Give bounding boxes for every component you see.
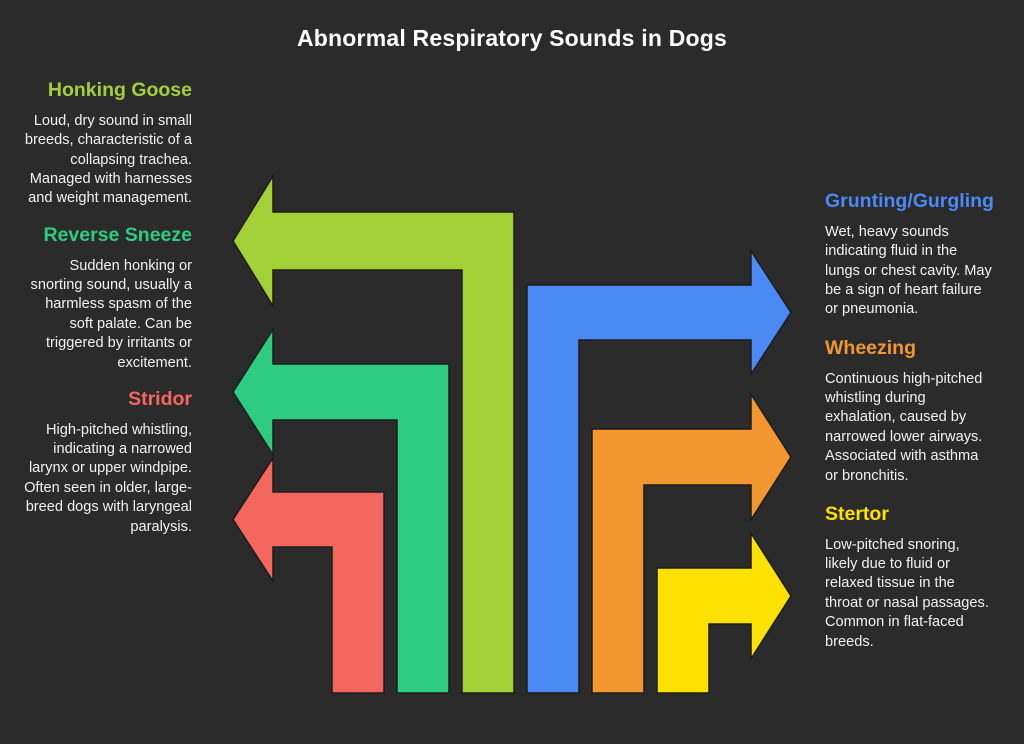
legend-item-reverse-sneeze: Reverse Sneeze Sudden honking or snortin… — [22, 223, 192, 373]
left-label-column: Honking Goose Loud, dry sound in small b… — [22, 78, 192, 551]
legend-body-grunting-gurgling: Wet, heavy sounds indicating fluid in th… — [825, 223, 992, 318]
bar-arrow-stertor — [656, 530, 792, 694]
legend-item-stridor: Stridor High-pitched whistling, indicati… — [22, 387, 192, 537]
right-label-column: Grunting/Gurgling Wet, heavy sounds indi… — [825, 189, 995, 668]
legend-heading-stertor: Stertor — [825, 502, 889, 525]
legend-item-wheezing: Wheezing Continuous high-pitched whistli… — [825, 336, 995, 486]
legend-body-stertor: Low-pitched snoring, likely due to fluid… — [825, 536, 989, 650]
legend-item-honking-goose: Honking Goose Loud, dry sound in small b… — [22, 78, 192, 209]
legend-item-stertor: Stertor Low-pitched snoring, likely due … — [825, 502, 995, 652]
page-title: Abnormal Respiratory Sounds in Dogs — [297, 25, 727, 51]
legend-body-honking-goose: Loud, dry sound in small breeds, charact… — [24, 112, 192, 207]
legend-item-grunting-gurgling: Grunting/Gurgling Wet, heavy sounds indi… — [825, 189, 995, 320]
bar-arrow-reverse-sneeze — [232, 326, 450, 694]
legend-heading-stridor: Stridor — [128, 387, 192, 410]
legend-heading-grunting-gurgling: Grunting/Gurgling — [825, 190, 994, 212]
legend-body-reverse-sneeze: Sudden honking or snorting sound, usuall… — [30, 257, 192, 371]
bar-arrow-grunting-gurgling — [526, 248, 792, 694]
legend-heading-honking-goose: Honking Goose — [47, 79, 192, 101]
bar-arrow-honking-goose — [232, 173, 515, 694]
legend-heading-wheezing: Wheezing — [825, 336, 916, 359]
bar-arrow-wheezing — [591, 391, 792, 694]
bar-arrow-stridor — [232, 455, 385, 694]
legend-body-stridor: High-pitched whistling, indicating a nar… — [24, 421, 192, 535]
legend-body-wheezing: Continuous high-pitched whistling during… — [825, 370, 983, 484]
legend-heading-reverse-sneeze: Reverse Sneeze — [43, 223, 192, 246]
